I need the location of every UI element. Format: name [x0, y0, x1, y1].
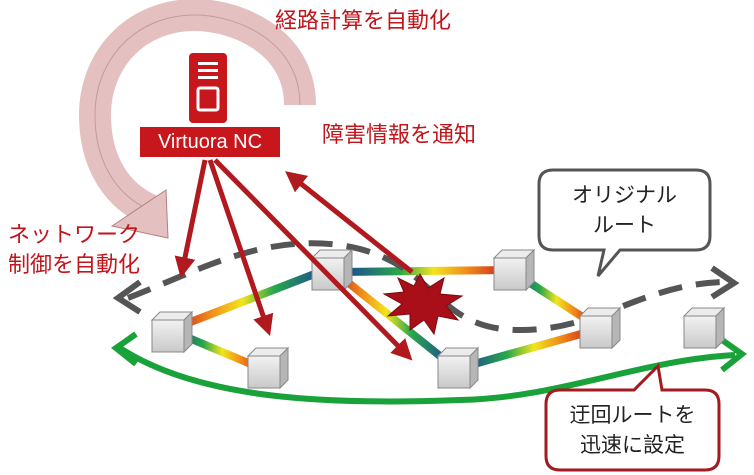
detour-route-callout-shape — [544, 362, 721, 472]
controller-name-label: Virtuora NC — [140, 127, 280, 157]
network-control-label-line2: 制御を自動化 — [8, 253, 141, 278]
switch-node-icon — [150, 248, 726, 390]
original-route-line1: オリジナル — [572, 183, 677, 207]
original-route-callout-shape — [537, 168, 712, 277]
control-arrows — [174, 158, 414, 361]
detour-route-callout: 迂回ルートを 迅速に設定 — [546, 400, 719, 460]
original-route-callout: オリジナル ルート — [539, 180, 710, 240]
failure-burst-icon — [382, 272, 464, 336]
failure-notify-label: 障害情報を通知 — [322, 123, 477, 148]
network-control-label-line1: ネットワーク — [8, 223, 141, 248]
auto-path-calc-label: 経路計算を自動化 — [275, 9, 452, 34]
detour-route-line1: 迂回ルートを — [569, 403, 696, 427]
server-icon — [189, 53, 227, 123]
original-route-line2: ルート — [593, 213, 656, 237]
detour-route-line2: 迅速に設定 — [580, 433, 685, 457]
loop-arrow-icon — [78, 0, 316, 239]
detour-route-path — [110, 331, 748, 405]
